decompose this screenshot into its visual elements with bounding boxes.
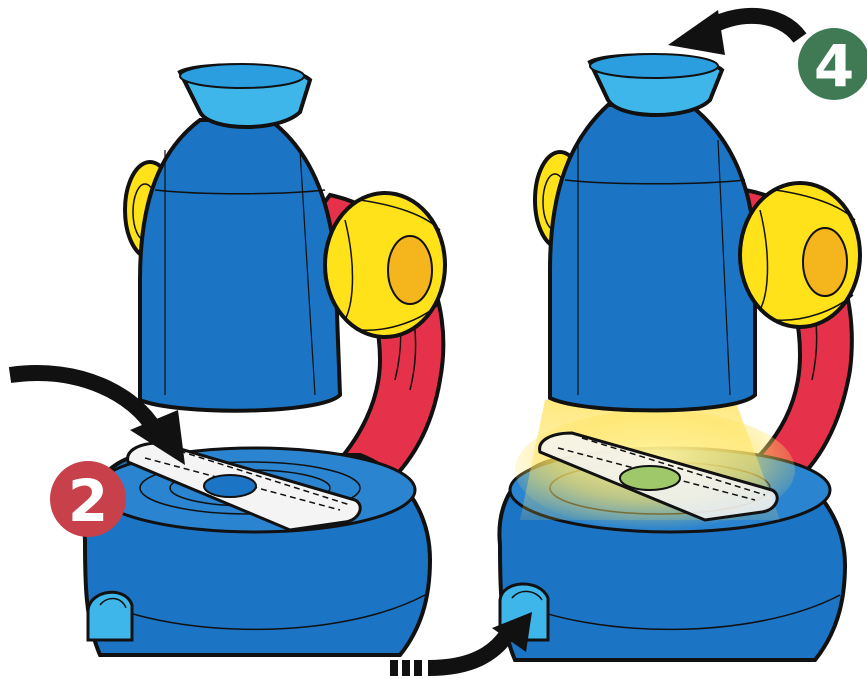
focus-knob-left-front (325, 193, 445, 337)
curved-arrow-icon (10, 373, 155, 430)
step-number-2: 2 (68, 467, 108, 535)
focus-knob-right-front (740, 183, 860, 327)
microscope-right (499, 54, 860, 660)
body-tube-left (140, 120, 340, 411)
step-badge-2: 2 (50, 461, 126, 537)
microscope-left (84, 64, 445, 655)
specimen-left (204, 475, 256, 497)
step-badge-4: 4 (798, 28, 867, 100)
arrow-head-eyepiece (668, 10, 725, 55)
specimen-right (620, 466, 680, 490)
body-tube-right (550, 105, 755, 410)
step-number-4: 4 (814, 32, 854, 100)
